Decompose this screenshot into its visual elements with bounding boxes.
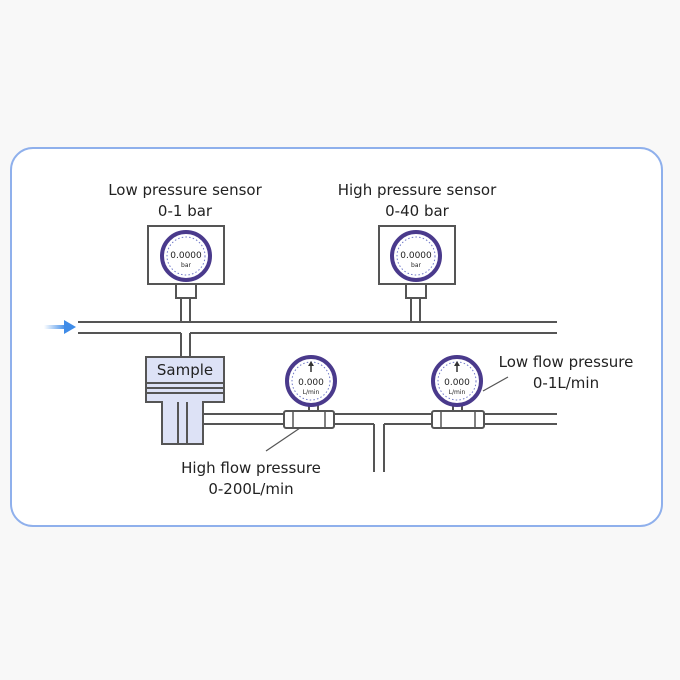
low-flow-pressure-name: Low flow pressure (499, 353, 634, 371)
high-flow-pressure-range: 0-200L/min (208, 480, 293, 498)
sample-label: Sample (157, 361, 213, 379)
high-flow-pressure-reading: 0.000 (298, 378, 324, 388)
low-pressure-sensor-range: 0-1 bar (158, 202, 213, 220)
high-pressure-sensor-range: 0-40 bar (385, 202, 450, 220)
high-flow-pressure-callout: High flow pressure 0-200L/min (181, 427, 321, 498)
high-pressure-sensor-name: High pressure sensor (338, 181, 497, 199)
high-pressure-sensor: High pressure sensor 0-40 bar 0.0000 bar (338, 181, 497, 299)
high-flow-pressure-unit: L/min (303, 389, 320, 396)
low-flow-pressure-callout: Low flow pressure 0-1L/min (482, 353, 634, 392)
low-pressure-sensor-reading: 0.0000 (170, 251, 202, 261)
diagram-panel (10, 147, 663, 527)
low-flow-pressure-reading: 0.000 (444, 378, 470, 388)
high-pressure-sensor-unit: bar (411, 262, 421, 269)
high-pressure-sensor-reading: 0.0000 (400, 251, 432, 261)
high-flow-pressure-name: High flow pressure (181, 459, 321, 477)
low-pressure-sensor-name: Low pressure sensor (108, 181, 262, 199)
low-flow-pressure-unit: L/min (449, 389, 466, 396)
low-pressure-sensor-unit: bar (181, 262, 191, 269)
pipes (78, 298, 557, 472)
sample-holder: Sample (145, 356, 225, 445)
low-flow-pressure-gauge: 0.000 L/min (431, 355, 485, 429)
arrow-right-icon (44, 320, 76, 334)
low-flow-pressure-range: 0-1L/min (533, 374, 599, 392)
high-flow-pressure-gauge: 0.000 L/min (283, 355, 337, 429)
low-pressure-sensor: Low pressure sensor 0-1 bar 0.0000 bar (108, 181, 263, 299)
